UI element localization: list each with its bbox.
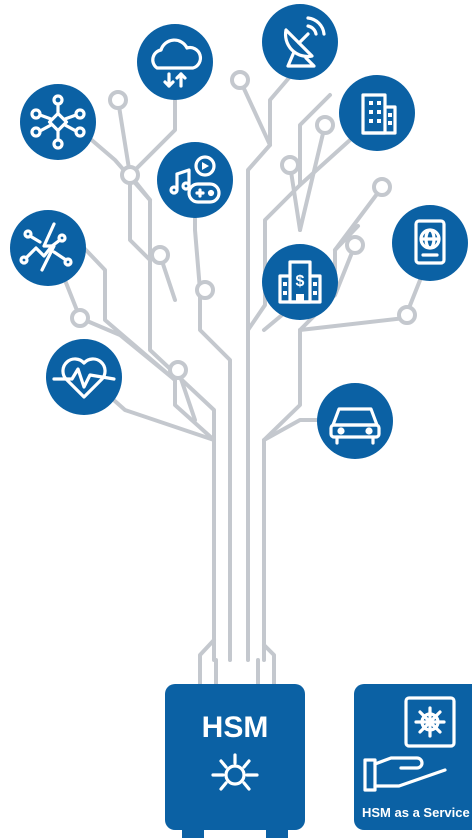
trunk-trace-1 xyxy=(63,226,216,662)
branch-dot-right2 xyxy=(288,163,302,232)
branch-passport xyxy=(333,188,382,252)
energy-grid-icon xyxy=(10,210,86,286)
office-building-icon xyxy=(339,75,415,151)
heart-health-icon xyxy=(46,339,122,415)
branch-dot-left1 xyxy=(116,98,132,177)
hand-icon xyxy=(363,756,447,792)
bundle-trace-a xyxy=(198,638,216,692)
terminal-dot xyxy=(397,305,417,325)
branch-network xyxy=(78,128,216,442)
terminal-dot xyxy=(345,235,365,255)
branch-energy xyxy=(53,253,177,382)
service-label: HSM as a Service xyxy=(362,805,470,820)
media-gaming-icon xyxy=(157,142,233,218)
terminal-dot xyxy=(195,280,215,300)
terminal-dot xyxy=(70,308,90,328)
passport-icon xyxy=(392,205,468,281)
terminal-dot xyxy=(372,177,392,197)
hsm-label: HSM xyxy=(202,711,269,744)
satellite-dish-icon xyxy=(262,4,338,80)
gear-icon xyxy=(211,753,259,791)
hsm-service-card: HSM as a Service xyxy=(354,684,472,830)
safe-icon xyxy=(404,696,456,748)
hsm-device: HSM xyxy=(165,684,305,838)
trace-terminals xyxy=(70,70,417,380)
svg-text:$: $ xyxy=(296,273,305,290)
terminal-dot xyxy=(108,90,128,110)
car-icon xyxy=(317,383,393,459)
hsm-foot-left xyxy=(182,825,204,838)
branch-dot-top xyxy=(238,78,272,147)
network-icon xyxy=(20,84,96,160)
trunk-trace-3 xyxy=(246,93,332,662)
terminal-dot xyxy=(120,165,140,185)
branch-dot-right1 xyxy=(298,123,327,232)
trunk-trace-2 xyxy=(198,288,232,662)
terminal-dot xyxy=(230,70,250,90)
terminal-dot xyxy=(280,155,300,175)
terminal-dot xyxy=(168,360,188,380)
cloud-sync-icon xyxy=(137,24,213,100)
hsm-foot-right xyxy=(266,825,288,838)
terminal-dot xyxy=(315,115,335,135)
hospital-icon: $ xyxy=(262,244,338,320)
terminal-dot xyxy=(150,245,170,265)
bundle-trace-d xyxy=(262,643,276,692)
